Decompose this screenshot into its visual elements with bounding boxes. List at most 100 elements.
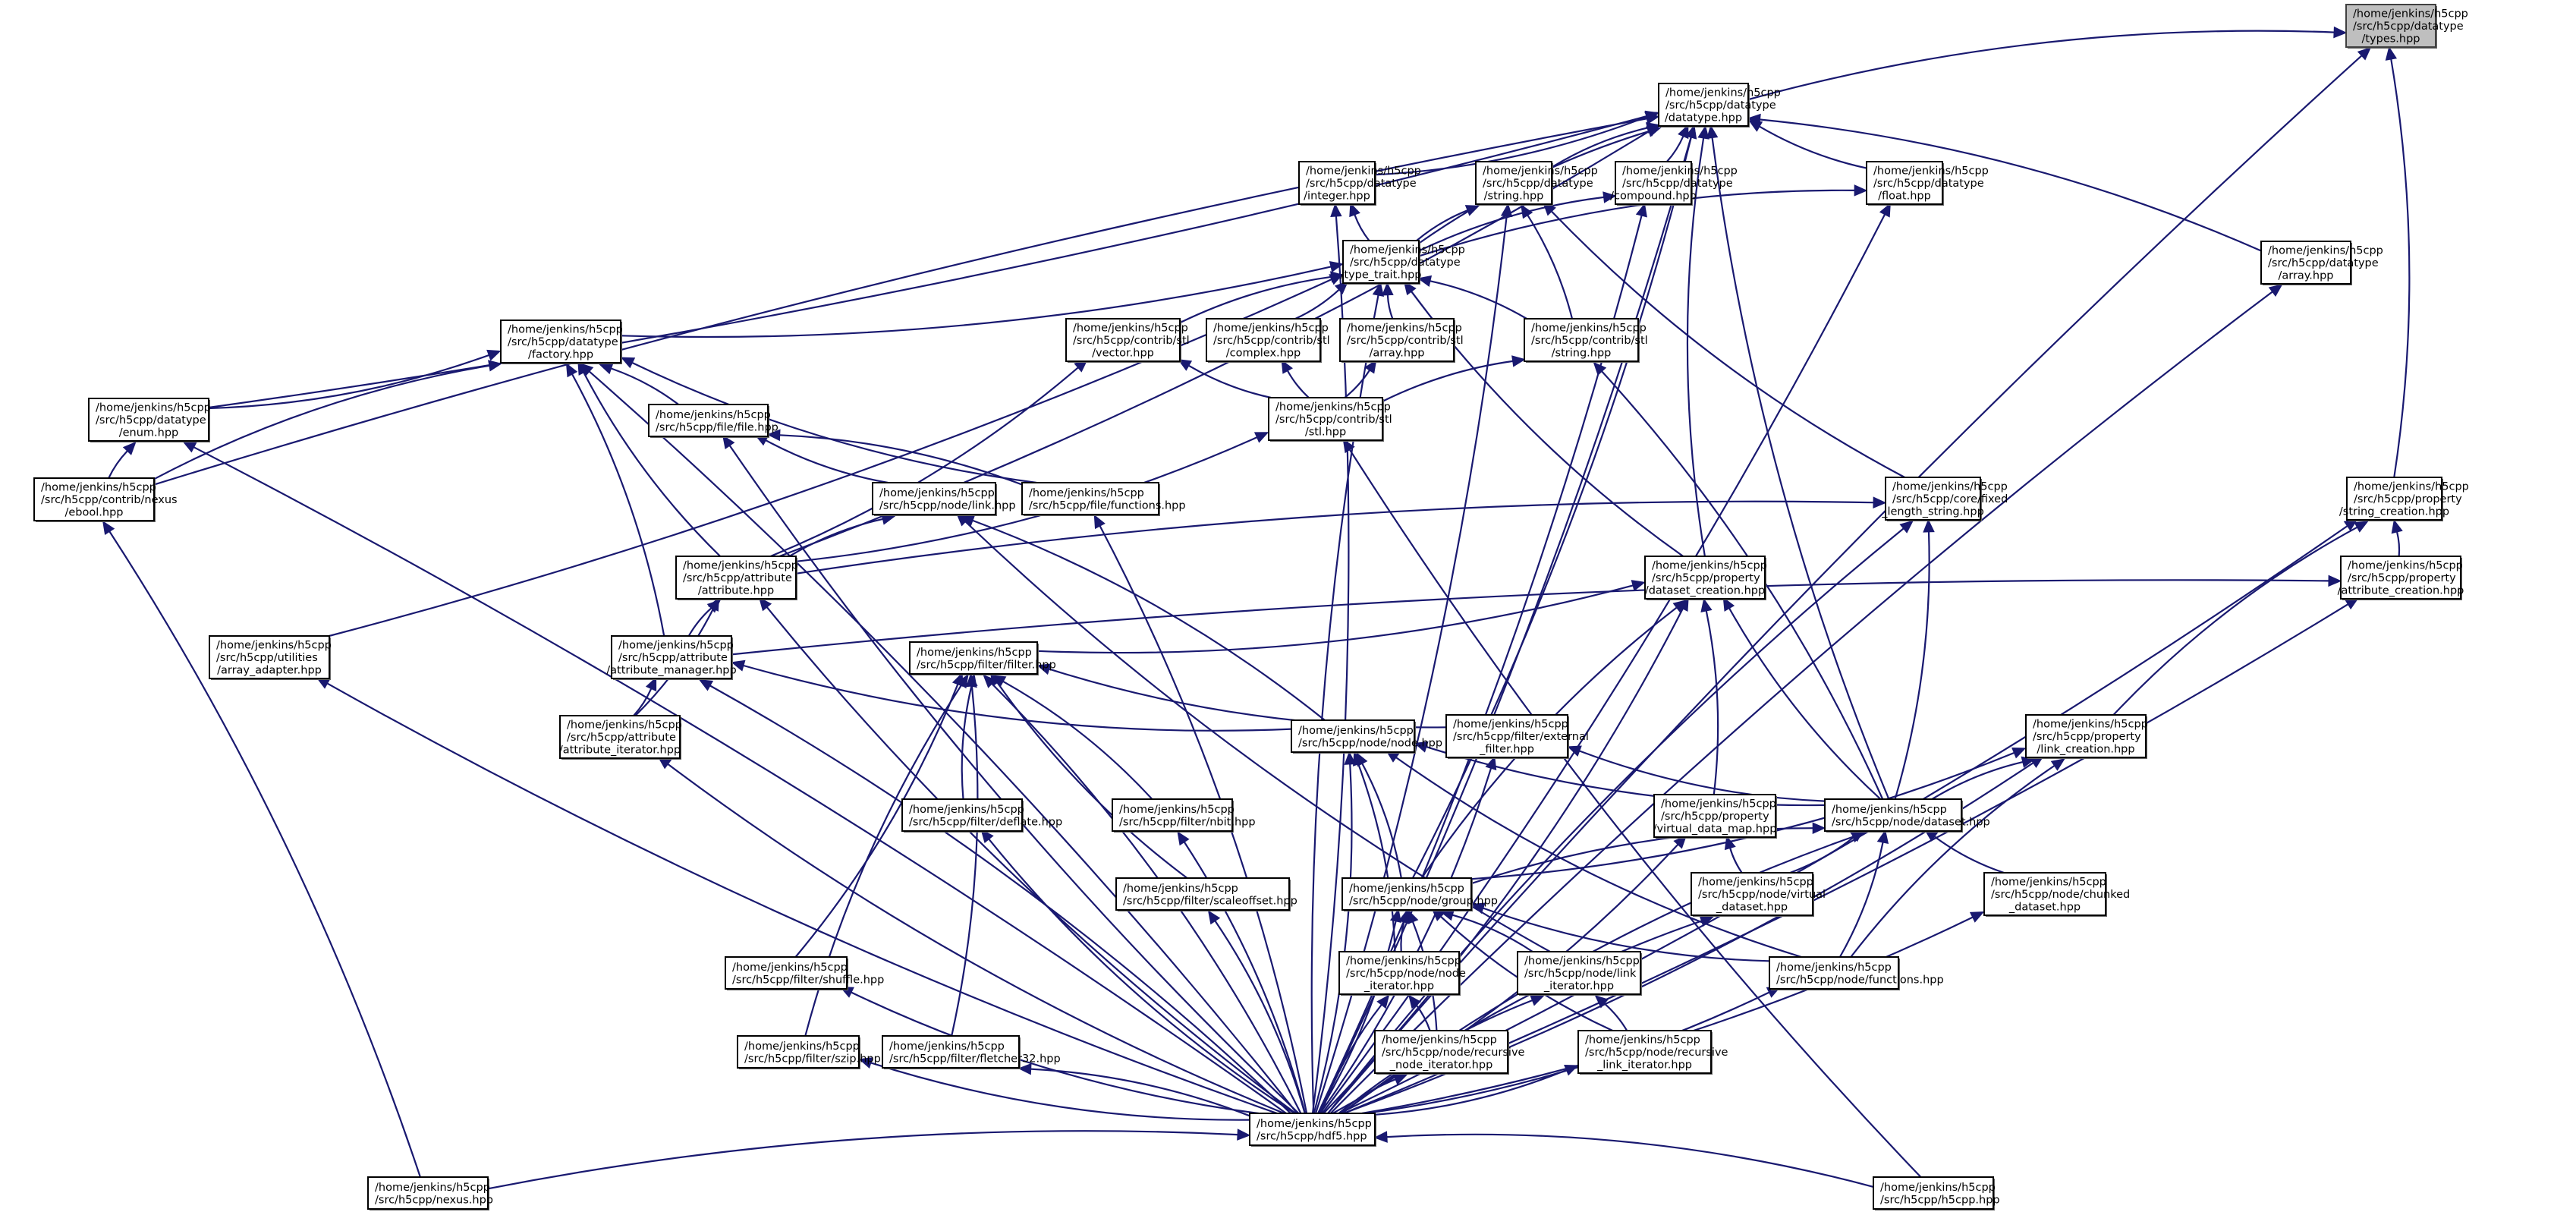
graph-node-node_iterator[interactable]: /home/jenkins/h5cpp/src/h5cpp/node/node_… <box>1338 951 1466 996</box>
graph-node-stl_vector[interactable]: /home/jenkins/h5cpp/src/h5cpp/contrib/st… <box>1065 318 1190 363</box>
node-label-line: /home/jenkins/h5cpp <box>618 640 734 652</box>
node-label-line: /home/jenkins/h5cpp <box>1213 323 1329 335</box>
graph-node-nbit[interactable]: /home/jenkins/h5cpp/src/h5cpp/filter/nbi… <box>1112 798 1256 833</box>
graph-node-filter[interactable]: /home/jenkins/h5cpp/src/h5cpp/filter/fil… <box>909 641 1056 675</box>
arrowhead-icon <box>1677 597 1689 612</box>
node-label-line: /home/jenkins/h5cpp <box>41 482 156 494</box>
edge-hdf5-to-factory <box>589 370 1298 1114</box>
graph-node-link_creation[interactable]: /home/jenkins/h5cpp/src/h5cpp/property/l… <box>2025 714 2148 759</box>
arrowhead-icon <box>1177 831 1190 846</box>
edge-link-to-file <box>765 439 889 484</box>
graph-node-scaleoffset[interactable]: /home/jenkins/h5cpp/src/h5cpp/filter/sca… <box>1115 877 1297 911</box>
graph-node-float[interactable]: /home/jenkins/h5cpp/src/h5cpp/datatype/f… <box>1866 161 1989 206</box>
graph-node-attribute[interactable]: /home/jenkins/h5cpp/src/h5cpp/attribute/… <box>675 556 798 600</box>
edge-hdf5-to-chunked_dataset <box>1361 916 1974 1115</box>
graph-node-file[interactable]: /home/jenkins/h5cpp/src/h5cpp/file/file.… <box>648 404 778 438</box>
arrowhead-icon <box>1281 359 1294 374</box>
graph-node-virtual_data_map[interactable]: /home/jenkins/h5cpp/src/h5cpp/property/v… <box>1653 794 1777 839</box>
graph-node-node_functions[interactable]: /home/jenkins/h5cpp/src/h5cpp/node/funct… <box>1769 956 1944 990</box>
graph-node-nexus[interactable]: /home/jenkins/h5cpp/src/h5cpp/nexus.hpp <box>367 1176 493 1210</box>
graph-node-integer[interactable]: /home/jenkins/h5cpp/src/h5cpp/datatype/i… <box>1298 161 1421 206</box>
graph-node-datatype[interactable]: /home/jenkins/h5cpp/src/h5cpp/datatype/d… <box>1658 83 1781 127</box>
node-label-line: /home/jenkins/h5cpp <box>879 487 995 499</box>
arrowhead-icon <box>1593 361 1607 376</box>
graph-node-external_filter[interactable]: /home/jenkins/h5cpp/src/h5cpp/filter/ext… <box>1445 714 1589 759</box>
edge-string_creation-to-types <box>2390 58 2411 478</box>
graph-node-szip[interactable]: /home/jenkins/h5cpp/src/h5cpp/filter/szi… <box>737 1035 881 1069</box>
graph-node-fletcher32[interactable]: /home/jenkins/h5cpp/src/h5cpp/filter/fle… <box>882 1035 1061 1069</box>
graph-node-virtual_dataset[interactable]: /home/jenkins/h5cpp/src/h5cpp/node/virtu… <box>1691 872 1826 917</box>
graph-node-stl[interactable]: /home/jenkins/h5cpp/src/h5cpp/contrib/st… <box>1268 397 1392 442</box>
graph-node-file_functions[interactable]: /home/jenkins/h5cpp/src/h5cpp/file/funct… <box>1021 482 1186 516</box>
graph-node-attribute_iterator[interactable]: /home/jenkins/h5cpp/src/h5cpp/attribute/… <box>559 715 682 760</box>
arrowhead-icon <box>1329 260 1344 273</box>
graph-node-compound[interactable]: /home/jenkins/h5cpp/src/h5cpp/datatype/c… <box>1610 161 1738 206</box>
arrowhead-icon <box>1329 273 1344 285</box>
node-box <box>1249 1113 1376 1146</box>
graph-node-stl_complex[interactable]: /home/jenkins/h5cpp/src/h5cpp/contrib/st… <box>1206 318 1330 363</box>
graph-node-ebool[interactable]: /home/jenkins/h5cpp/src/h5cpp/contrib/ne… <box>33 477 178 522</box>
node-box <box>1824 798 1962 832</box>
graph-node-fixed_length_string[interactable]: /home/jenkins/h5cpp/src/h5cpp/core/fixed… <box>1881 477 2008 521</box>
arrowhead-icon <box>1485 755 1497 771</box>
graph-node-array_adapter[interactable]: /home/jenkins/h5cpp/src/h5cpp/utilities/… <box>209 635 332 680</box>
graph-node-factory[interactable]: /home/jenkins/h5cpp/src/h5cpp/datatype/f… <box>500 320 623 364</box>
node-label-line: /src/h5cpp/contrib/stl <box>1073 335 1190 347</box>
graph-node-recursive_node_iterator[interactable]: /home/jenkins/h5cpp/src/h5cpp/node/recur… <box>1374 1030 1525 1075</box>
arrowhead-icon <box>1036 663 1052 675</box>
graph-node-dt_string[interactable]: /home/jenkins/h5cpp/src/h5cpp/datatype/s… <box>1475 161 1598 206</box>
node-label-line: /ebool.hpp <box>65 507 124 519</box>
edge-hdf5-to-nbit <box>1183 841 1307 1114</box>
graph-node-dataset_creation[interactable]: /home/jenkins/h5cpp/src/h5cpp/property/d… <box>1644 556 1767 600</box>
arrowhead-icon <box>1697 124 1709 140</box>
graph-node-recursive_link_iterator[interactable]: /home/jenkins/h5cpp/src/h5cpp/node/recur… <box>1577 1030 1728 1075</box>
arrowhead-icon <box>956 674 969 689</box>
edge-nexus-to-ebool <box>109 530 421 1178</box>
root-node-types[interactable]: /home/jenkins/h5cpp/src/h5cpp/datatype/t… <box>2345 4 2468 49</box>
node-label-line: /src/h5cpp/node/recursive <box>1382 1047 1525 1059</box>
arrowhead-icon <box>1923 518 1935 533</box>
arrowhead-icon <box>1344 751 1356 765</box>
graph-node-attribute_creation[interactable]: /home/jenkins/h5cpp/src/h5cpp/property/a… <box>2338 556 2464 600</box>
node-label-line: /src/h5cpp/core/fixed <box>1892 493 2008 505</box>
arrowhead-icon <box>488 360 502 372</box>
graph-node-enum[interactable]: /home/jenkins/h5cpp/src/h5cpp/datatype/e… <box>88 398 211 442</box>
graph-node-stl_string[interactable]: /home/jenkins/h5cpp/src/h5cpp/contrib/st… <box>1524 318 1648 363</box>
graph-node-dataset[interactable]: /home/jenkins/h5cpp/src/h5cpp/node/datas… <box>1824 798 1990 833</box>
node-label-line: /home/jenkins/h5cpp <box>1350 244 1465 257</box>
arrowhead-icon <box>1470 902 1486 915</box>
edge-stl_array-to-type_trait <box>1386 294 1394 320</box>
edge-type_trait-to-dt_string <box>1416 209 1468 241</box>
node-label-line: /src/h5cpp/datatype <box>2353 20 2464 33</box>
graph-node-attribute_manager[interactable]: /home/jenkins/h5cpp/src/h5cpp/attribute/… <box>606 635 737 680</box>
graph-node-link[interactable]: /home/jenkins/h5cpp/src/h5cpp/node/link.… <box>872 482 1016 516</box>
graph-node-shuffle[interactable]: /home/jenkins/h5cpp/src/h5cpp/filter/shu… <box>725 956 884 990</box>
node-box <box>1342 240 1420 284</box>
node-box <box>1341 877 1472 911</box>
arrowhead-icon <box>1364 359 1377 374</box>
node-box <box>1445 714 1568 758</box>
graph-node-deflate[interactable]: /home/jenkins/h5cpp/src/h5cpp/filter/def… <box>901 798 1062 833</box>
graph-node-group[interactable]: /home/jenkins/h5cpp/src/h5cpp/node/group… <box>1341 877 1498 911</box>
node-label-line: /src/h5cpp/h5cpp.hpp <box>1880 1194 2000 1206</box>
graph-node-hdf5[interactable]: /home/jenkins/h5cpp/src/h5cpp/hdf5.hpp <box>1249 1113 1376 1147</box>
graph-node-type_trait[interactable]: /home/jenkins/h5cpp/src/h5cpp/datatype/t… <box>1341 240 1465 285</box>
node-box <box>88 398 209 442</box>
graph-node-link_iterator[interactable]: /home/jenkins/h5cpp/src/h5cpp/node/link_… <box>1517 951 1642 996</box>
node-label-line: _link_iterator.hpp <box>1596 1059 1692 1072</box>
graph-node-stl_array[interactable]: /home/jenkins/h5cpp/src/h5cpp/contrib/st… <box>1339 318 1464 363</box>
graph-node-h5cpp[interactable]: /home/jenkins/h5cpp/src/h5cpp/h5cpp.hpp <box>1873 1176 2000 1210</box>
edge-virtual_dataset-to-virtual_data_map <box>1729 848 1743 874</box>
node-label-line: /home/jenkins/h5cpp <box>1257 1118 1372 1130</box>
node-label-line: /src/h5cpp/node/functions.hpp <box>1776 974 1944 986</box>
graph-node-string_creation[interactable]: /home/jenkins/h5cpp/src/h5cpp/property/s… <box>2339 477 2469 521</box>
edge-chunked_dataset-to-dataset <box>1933 836 2005 874</box>
node-label-line: /home/jenkins/h5cpp <box>1832 804 1947 816</box>
graph-node-node[interactable]: /home/jenkins/h5cpp/src/h5cpp/node/node.… <box>1291 719 1442 754</box>
edge-attribute-to-link <box>788 518 883 557</box>
graph-node-chunked_dataset[interactable]: /home/jenkins/h5cpp/src/h5cpp/node/chunk… <box>1983 872 2130 917</box>
node-label-line: /src/h5cpp/node/chunked <box>1991 889 2130 901</box>
graph-node-dt_array[interactable]: /home/jenkins/h5cpp/src/h5cpp/datatype/a… <box>2260 241 2383 285</box>
edge-external_filter-to-filter <box>1049 668 1447 729</box>
node-label-line: /src/h5cpp/node/recursive <box>1585 1047 1728 1059</box>
